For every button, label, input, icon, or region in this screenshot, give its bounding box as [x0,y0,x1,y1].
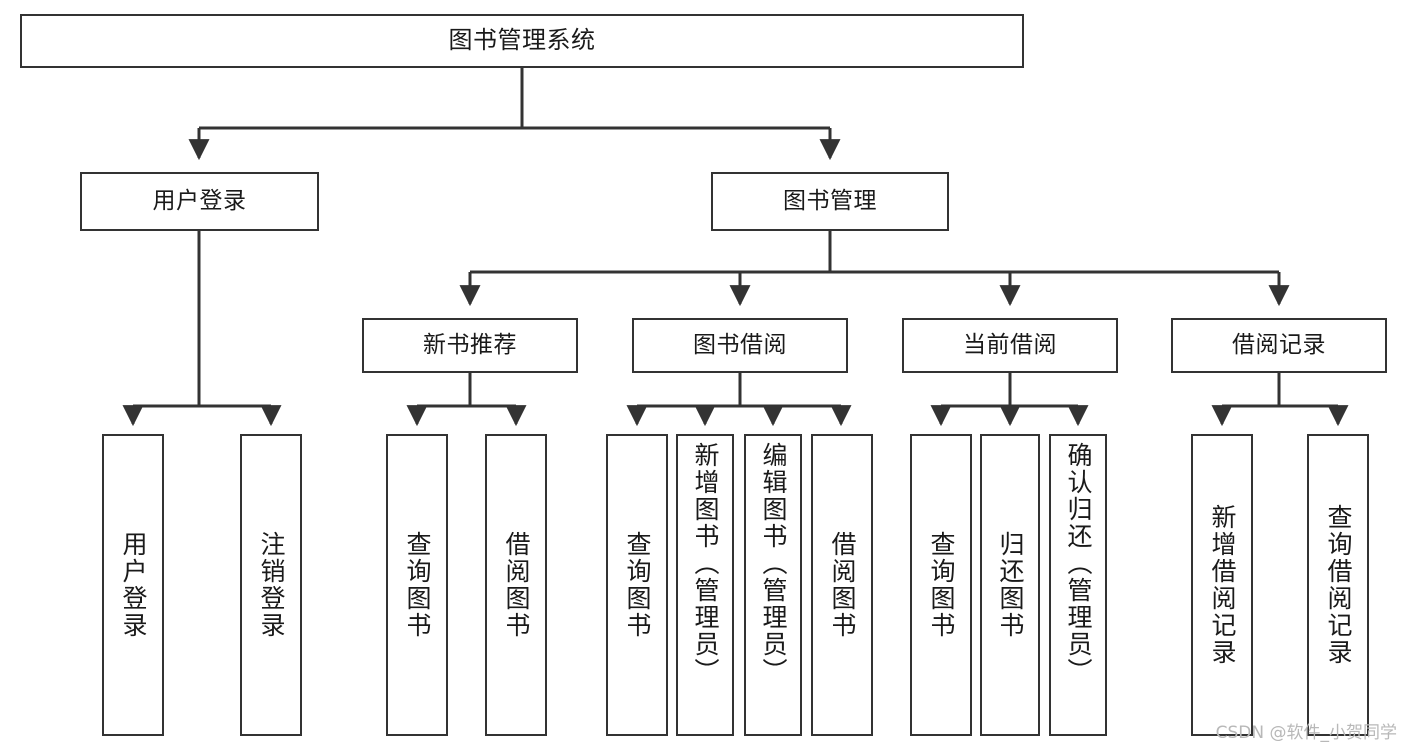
csdn-watermark: CSDN @软件_小贺同学 [1215,723,1397,743]
node-label: 借阅记录 [1232,332,1326,359]
leaf-add-book[interactable]: 新增图书（管理员） [676,434,734,736]
node-current-borrow[interactable]: 当前借阅 [902,318,1118,373]
node-label: 编辑图书（管理员） [759,442,788,685]
node-label: 查询图书 [927,531,956,639]
leaf-return-book[interactable]: 归还图书 [980,434,1040,736]
node-label: 图书借阅 [693,332,787,359]
node-label: 用户登录 [152,188,247,215]
leaf-query-book-2[interactable]: 查询图书 [606,434,668,736]
node-label: 用户登录 [119,531,148,639]
node-label: 图书管理 [783,188,877,215]
node-label: 查询图书 [403,531,432,639]
node-label: 注销登录 [257,531,286,639]
node-label: 图书管理系统 [448,26,596,55]
node-label: 新书推荐 [423,332,517,359]
node-borrow-record[interactable]: 借阅记录 [1171,318,1387,373]
node-label: 借阅图书 [502,531,531,639]
leaf-confirm-return[interactable]: 确认归还（管理员） [1049,434,1107,736]
node-label: 查询借阅记录 [1324,504,1353,666]
leaf-edit-book[interactable]: 编辑图书（管理员） [744,434,802,736]
node-label: 新增借阅记录 [1208,504,1237,666]
node-label: 归还图书 [996,531,1025,639]
leaf-add-record[interactable]: 新增借阅记录 [1191,434,1253,736]
node-label: 当前借阅 [963,332,1057,359]
leaf-query-book-3[interactable]: 查询图书 [910,434,972,736]
node-label: 查询图书 [623,531,652,639]
leaf-borrow-book-1[interactable]: 借阅图书 [485,434,547,736]
leaf-user-login[interactable]: 用户登录 [102,434,164,736]
node-label: 确认归还（管理员） [1064,442,1093,685]
node-label: 新增图书（管理员） [691,442,720,685]
node-book-manage[interactable]: 图书管理 [711,172,949,231]
node-user-login[interactable]: 用户登录 [80,172,319,231]
node-book-borrow[interactable]: 图书借阅 [632,318,848,373]
leaf-query-record[interactable]: 查询借阅记录 [1307,434,1369,736]
node-new-book-recommend[interactable]: 新书推荐 [362,318,578,373]
leaf-query-book-1[interactable]: 查询图书 [386,434,448,736]
leaf-user-logout[interactable]: 注销登录 [240,434,302,736]
leaf-borrow-book-2[interactable]: 借阅图书 [811,434,873,736]
node-root-book-management-system[interactable]: 图书管理系统 [20,14,1024,68]
node-label: 借阅图书 [828,531,857,639]
